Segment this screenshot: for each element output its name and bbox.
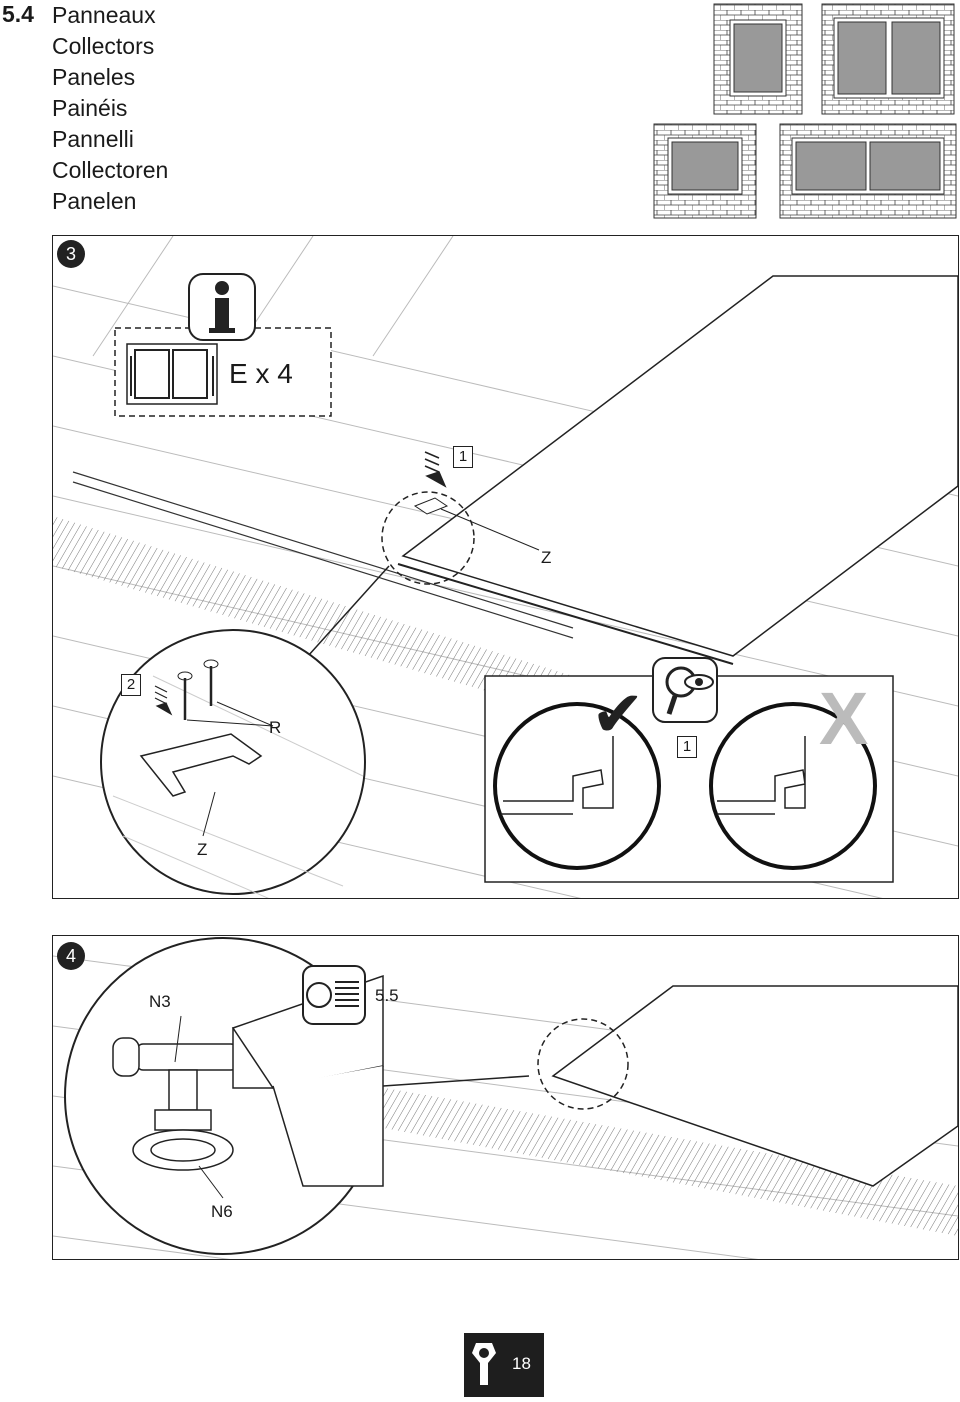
r-leader xyxy=(186,719,274,727)
step-3-panel: 3 E x 4 1 Z 2 R Z 1 ✔ X xyxy=(52,235,959,899)
wrench-icon xyxy=(472,1343,496,1385)
detail-tiles xyxy=(112,675,364,898)
n3-leader xyxy=(174,1015,182,1063)
wall-single-top xyxy=(713,3,803,115)
label-z-detail: Z xyxy=(197,840,208,859)
step-4-panel: 4 N3 5.5 N6 xyxy=(52,935,959,1260)
footer-badge xyxy=(464,1333,544,1397)
screws-r xyxy=(177,659,219,720)
part-quantity-label: E x 4 xyxy=(229,358,293,389)
clamp-z xyxy=(413,497,449,515)
roof-hatch xyxy=(53,516,573,716)
z-detail-leader xyxy=(202,791,216,837)
wall-single-bottom xyxy=(653,123,757,219)
title-en: Collectors xyxy=(52,33,155,59)
label-z: Z xyxy=(541,548,552,567)
r-leader-2 xyxy=(216,701,274,727)
detail-leader-4 xyxy=(382,1075,530,1087)
step-box-2: 2 xyxy=(121,674,141,696)
press-down-arrow xyxy=(424,451,447,488)
correct-profile xyxy=(501,736,614,815)
step-4-badge: 4 xyxy=(57,942,85,970)
collector-panel-4 xyxy=(551,985,958,1187)
collector-panel xyxy=(401,275,958,657)
detail-circle-dashed xyxy=(381,491,475,585)
mounting-rail xyxy=(72,471,574,639)
title-pt: Painéis xyxy=(52,95,128,121)
title-es: Paneles xyxy=(52,64,136,90)
section-titles: Panneaux Collectors Paneles Painéis Pann… xyxy=(52,0,168,217)
n6-leader xyxy=(198,1165,224,1199)
inspect-eye-icon xyxy=(652,657,718,723)
wall-double-top xyxy=(821,3,955,115)
z-leader xyxy=(440,508,540,551)
label-r: R xyxy=(269,718,282,737)
correct-detail-circle xyxy=(493,702,661,870)
roof-installation-illustration xyxy=(53,236,958,898)
wall-double-bottom xyxy=(779,123,957,219)
check-box-1: 1 xyxy=(677,736,697,758)
label-n6: N6 xyxy=(211,1202,233,1221)
info-icon xyxy=(188,273,256,341)
clamp-e-icon xyxy=(126,343,218,405)
wrong-x-icon: X xyxy=(819,677,869,760)
step-3-badge: 3 xyxy=(57,240,85,268)
check-icon: ✔ xyxy=(591,678,645,750)
title-fr: Panneaux xyxy=(52,2,156,28)
connection-illustration xyxy=(53,937,958,1259)
screw-down-arrow xyxy=(154,685,173,716)
title-it: Pannelli xyxy=(52,126,134,152)
wall-layout-diagrams xyxy=(653,3,957,219)
refer-section-icon xyxy=(302,965,366,1025)
collector-frame-edge xyxy=(397,563,734,665)
detail-leader xyxy=(307,565,390,657)
title-nl: Collectoren xyxy=(52,157,169,183)
label-n3: N3 xyxy=(149,992,171,1011)
roof-hatch-4 xyxy=(373,1086,958,1236)
section-number: 5.4 xyxy=(2,1,34,27)
clamp-z-detail xyxy=(139,733,263,797)
title-nl-2: Panelen xyxy=(52,188,137,214)
wrong-profile xyxy=(717,736,806,815)
section-reference: 5.5 xyxy=(375,986,399,1005)
step-box-1: 1 xyxy=(453,446,473,468)
magnified-detail-circle xyxy=(100,629,366,895)
page-number: 18 xyxy=(512,1354,531,1373)
detail-circle-dashed-4 xyxy=(537,1018,629,1110)
